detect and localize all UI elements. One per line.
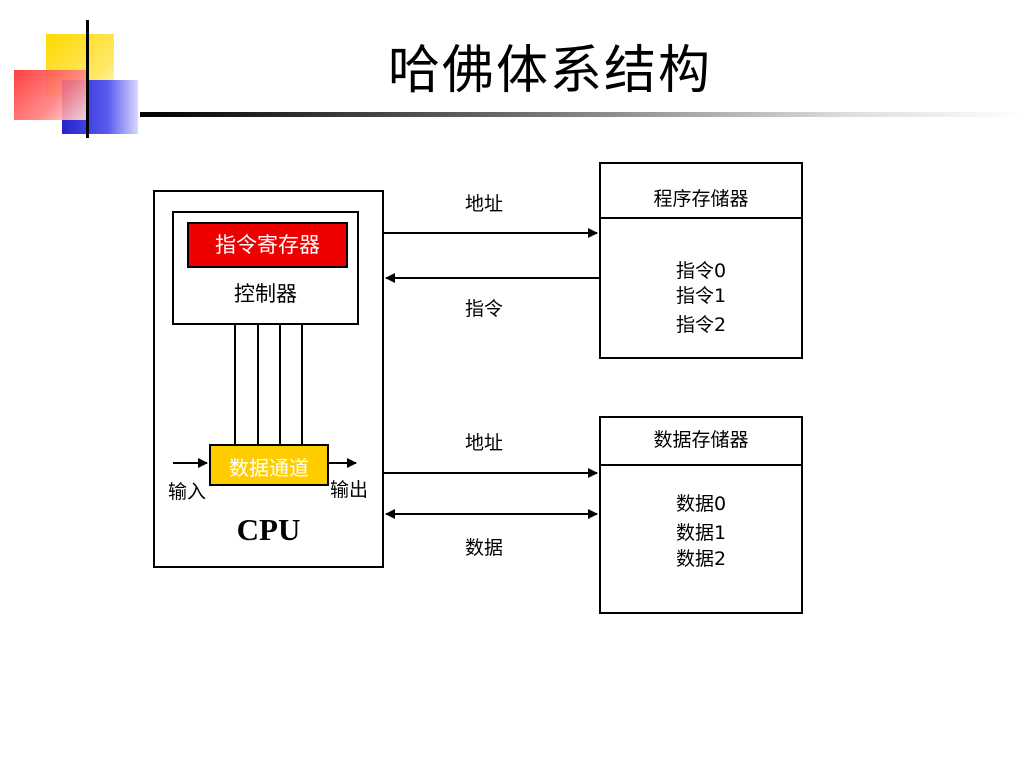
input-label: 输入 (168, 481, 207, 503)
instruction-register-label: 指令寄存器 (215, 233, 320, 257)
program-memory-item: 指令0 (675, 260, 727, 282)
deco-red-square (14, 70, 86, 120)
output-label: 输出 (330, 479, 369, 501)
program-memory-item: 指令1 (675, 285, 727, 307)
instruction-register-box (187, 222, 348, 268)
data-address-label: 地址 (465, 432, 504, 454)
control-wire-1 (234, 325, 236, 445)
control-wire-2 (257, 325, 259, 445)
control-wire-3 (279, 325, 281, 445)
program-memory-title: 程序存储器 (653, 188, 749, 210)
data-memory-item: 数据1 (675, 522, 727, 544)
program-memory-divider (599, 217, 803, 219)
title-divider (140, 112, 1024, 117)
program-memory-item: 指令2 (675, 314, 727, 336)
control-wire-4 (301, 325, 303, 445)
datapath-box (209, 444, 329, 486)
program-memory-box (599, 162, 803, 359)
program-instruction-label: 指令 (465, 298, 504, 320)
data-memory-title: 数据存储器 (653, 429, 749, 451)
data-memory-item: 数据0 (675, 493, 727, 515)
cpu-label: CPU (236, 512, 301, 547)
deco-vertical-line (86, 20, 89, 138)
page-title: 哈佛体系结构 (387, 41, 712, 101)
controller-label: 控制器 (234, 282, 297, 306)
datapath-label: 数据通道 (229, 456, 309, 480)
program-address-label: 地址 (465, 193, 504, 215)
data-memory-box (599, 416, 803, 614)
data-memory-divider (599, 464, 803, 466)
data-data-label: 数据 (465, 537, 504, 559)
data-memory-item: 数据2 (675, 548, 727, 570)
